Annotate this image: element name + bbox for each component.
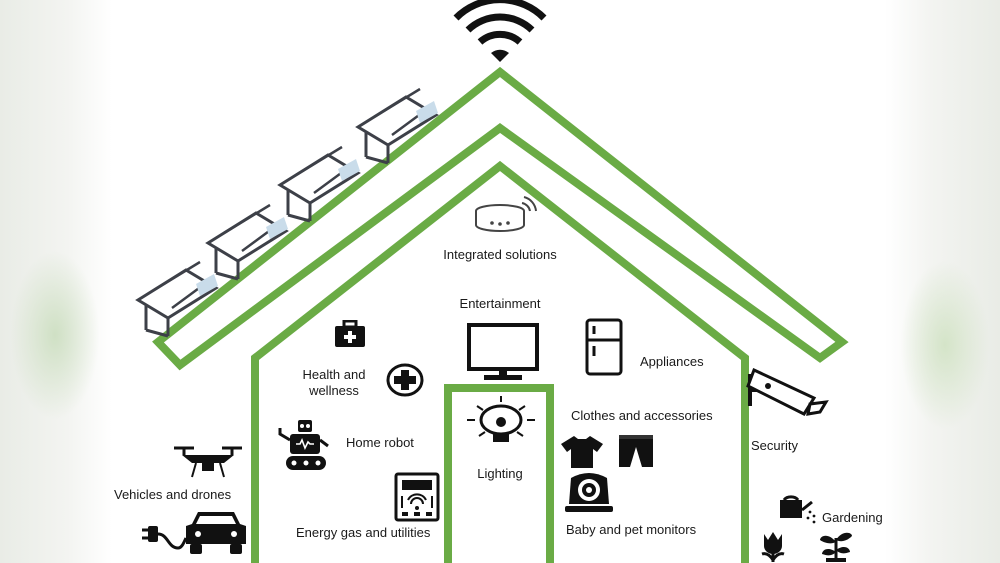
inner-house	[251, 160, 749, 563]
label-energy: Energy gas and utilities	[296, 525, 431, 540]
robot-icon	[278, 420, 329, 470]
first-aid-kit-icon	[335, 320, 365, 347]
tshirt-icon	[561, 436, 603, 468]
label-vehicles: Vehicles and drones	[114, 487, 232, 502]
background-left-blur	[0, 0, 112, 563]
medical-cross-icon	[386, 363, 424, 397]
security-camera-icon	[746, 367, 829, 416]
camera-monitor-icon	[565, 473, 613, 512]
label-appliances: Appliances	[640, 354, 704, 369]
solar-panel-icon	[205, 203, 289, 281]
lightbulb-icon	[467, 396, 535, 442]
pants-icon	[619, 435, 653, 467]
drone-icon	[174, 446, 242, 478]
smart-speaker-icon	[475, 196, 537, 232]
label-lighting: Lighting	[477, 466, 523, 481]
wifi-icon	[453, 0, 547, 62]
label-health-line1: Health and	[302, 367, 366, 382]
label-health: Health and wellness	[296, 367, 372, 399]
background-right-blur	[885, 0, 1000, 563]
solar-panel-icon	[277, 145, 361, 223]
label-security: Security	[751, 438, 798, 453]
label-clothes: Clothes and accessories	[571, 408, 713, 423]
electric-car-icon	[142, 512, 246, 554]
door-frame	[444, 384, 554, 563]
solar-panels	[135, 87, 439, 338]
sprout-icon	[820, 532, 852, 562]
tv-icon	[467, 323, 539, 380]
label-baby-monitors: Baby and pet monitors	[566, 522, 697, 537]
flower-icon	[761, 532, 785, 562]
outer-roof	[152, 66, 849, 371]
label-gardening: Gardening	[822, 510, 883, 525]
watering-can-icon	[780, 495, 816, 524]
label-health-line2: wellness	[309, 383, 359, 398]
label-home-robot: Home robot	[346, 435, 414, 450]
fridge-icon	[585, 318, 623, 376]
solar-panel-icon	[135, 260, 219, 338]
label-integrated-solutions: Integrated solutions	[443, 247, 557, 262]
solar-panel-icon	[355, 87, 439, 165]
label-entertainment: Entertainment	[459, 296, 541, 311]
meter-icon	[394, 472, 440, 522]
